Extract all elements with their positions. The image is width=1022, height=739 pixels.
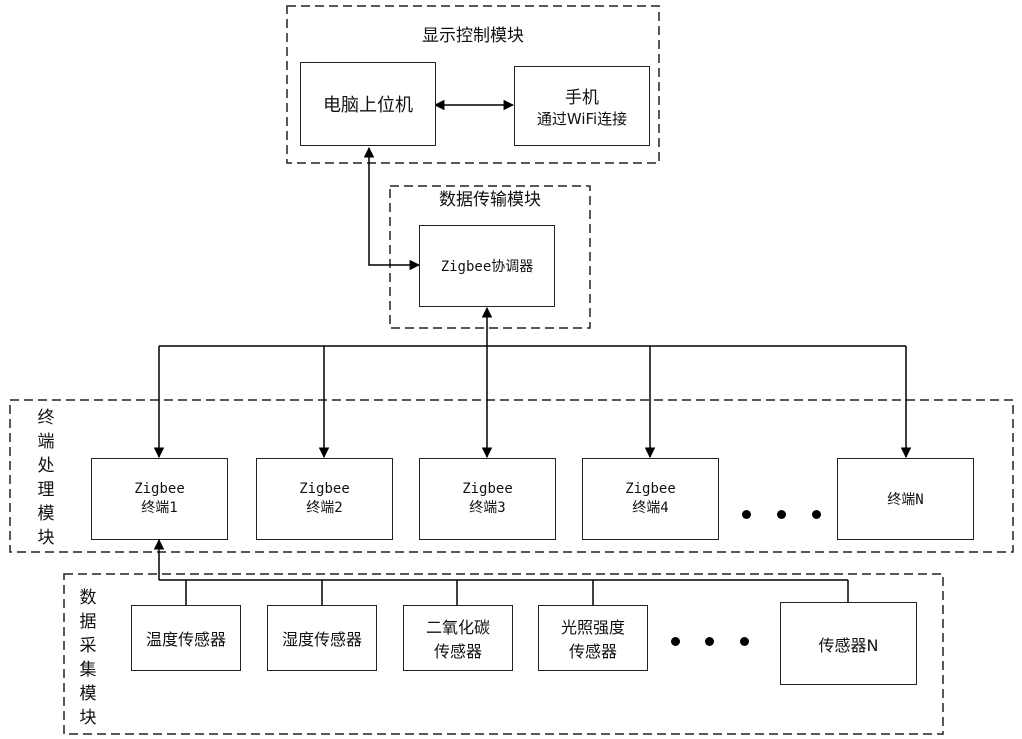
- acquisition-title-char: 采: [79, 636, 97, 656]
- terminal-title-char: 端: [37, 432, 55, 452]
- ellipsis-dot: [812, 510, 821, 519]
- terminal-node-2[interactable]: Zigbee 终端2: [256, 458, 393, 540]
- terminal-node-4-line1: Zigbee: [625, 481, 676, 497]
- sensor-light-line1: 光照强度: [560, 618, 625, 637]
- sensor-light[interactable]: 光照强度 传感器: [538, 605, 648, 671]
- acquisition-title-char: 模: [79, 684, 97, 704]
- terminal-title-char: 终: [37, 408, 55, 428]
- phone-label-line2: 通过WiFi连接: [536, 110, 628, 128]
- sensor-humidity[interactable]: 湿度传感器: [267, 605, 377, 671]
- sensor-co2-line1: 二氧化碳: [425, 618, 490, 637]
- terminal-node-4-line2: 终端4: [632, 500, 669, 516]
- sensor-n-label: 传感器N: [818, 635, 879, 655]
- sensor-n[interactable]: 传感器N: [780, 602, 917, 685]
- acquisition-module-frame: [63, 573, 944, 735]
- sensor-co2-line2: 传感器: [433, 642, 482, 661]
- acquisition-title-char: 集: [79, 660, 97, 680]
- ellipsis-dot: [671, 637, 680, 646]
- sensor-co2[interactable]: 二氧化碳 传感器: [403, 605, 513, 671]
- acquisition-title-char: 数: [79, 588, 97, 608]
- sensor-temperature-label: 温度传感器: [145, 630, 226, 649]
- terminal-node-2-line2: 终端2: [306, 500, 343, 516]
- terminal-title-char: 块: [37, 528, 55, 548]
- terminal-node-1[interactable]: Zigbee 终端1: [91, 458, 228, 540]
- terminal-title-char: 处: [37, 456, 55, 476]
- terminal-node-3[interactable]: Zigbee 终端3: [419, 458, 556, 540]
- terminal-node-n-label: 终端N: [887, 492, 924, 508]
- pc-host-box[interactable]: 电脑上位机: [300, 62, 436, 146]
- terminal-node-3-line2: 终端3: [469, 500, 506, 516]
- sensor-light-line2: 传感器: [568, 642, 617, 661]
- phone-box[interactable]: 手机 通过WiFi连接: [514, 66, 650, 146]
- terminal-node-1-line2: 终端1: [141, 500, 178, 516]
- terminal-module-frame: [9, 399, 1014, 553]
- sensor-temperature[interactable]: 温度传感器: [131, 605, 241, 671]
- acquisition-title-char: 据: [79, 612, 97, 632]
- terminal-node-1-line1: Zigbee: [134, 481, 185, 497]
- transmission-module-title: 数据传输模块: [439, 190, 541, 210]
- display-module-title: 显示控制模块: [422, 26, 524, 46]
- sensor-humidity-label: 湿度传感器: [281, 630, 362, 649]
- display-module-frame: [286, 5, 660, 164]
- pc-host-label: 电脑上位机: [323, 95, 413, 116]
- ellipsis-dot: [740, 637, 749, 646]
- terminal-node-n[interactable]: 终端N: [837, 458, 974, 540]
- terminal-title-char: 理: [37, 480, 55, 500]
- ellipsis-dot: [777, 510, 786, 519]
- acquisition-title-char: 块: [79, 708, 97, 728]
- pc-coordinator-link: [363, 146, 421, 271]
- phone-label-line1: 手机: [565, 88, 599, 108]
- terminal-node-2-line1: Zigbee: [299, 481, 350, 497]
- transmission-module-frame: [389, 185, 591, 329]
- terminal-title-char: 模: [37, 504, 55, 524]
- coordinator-label: Zigbee协调器: [440, 259, 534, 275]
- ellipsis-dot: [742, 510, 751, 519]
- ellipsis-dot: [705, 637, 714, 646]
- terminal-node-4[interactable]: Zigbee 终端4: [582, 458, 719, 540]
- coordinator-box[interactable]: Zigbee协调器: [419, 225, 555, 307]
- terminal-node-3-line1: Zigbee: [462, 481, 513, 497]
